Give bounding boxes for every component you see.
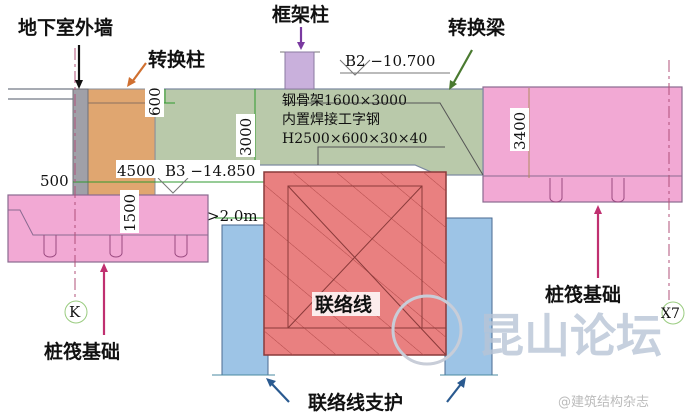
watermark-seal [391,294,463,366]
tunnel-box [263,171,447,356]
arrow-support-right [446,383,462,403]
label-transfer-beam: 转换梁 [448,16,506,39]
arrow-support-left [271,383,290,403]
beam-note-line3: H2500×600×30×40 [282,131,427,147]
watermark-source: @建筑结构杂志 [558,394,649,410]
label-pile-raft-left: 桩筏基础 [44,340,120,363]
grid-axis-x7-bubble [661,301,685,325]
arrow-transfer-column [131,62,147,83]
frame-column [280,51,320,90]
tunnel-support-left [221,224,269,376]
watermark-forum: 昆山论坛 [478,309,662,363]
dimension-600: 600 [146,87,164,116]
label-tunnel: 联络线 [315,293,372,316]
dimension-clearance: >2.0m [207,207,258,225]
label-frame-column: 框架柱 [272,3,329,26]
dimension-3400: 3400 [511,112,529,150]
beam-note-line2: 内置焊接工字钢 [282,111,380,128]
grid-axis-k: K [69,303,81,321]
dimension-500: 500 [40,172,69,190]
label-pile-raft-right: 桩筏基础 [545,283,621,306]
label-basement-wall: 地下室外墙 [18,16,113,39]
grid-axis-k-bubble [64,300,88,324]
dimension-4500: 4500 [117,162,155,180]
grid-axis-x7: X7 [661,306,680,322]
elevation-b3: B3 −14.850 [165,162,255,180]
label-transfer-column: 转换柱 [148,48,205,71]
slab-lines [8,88,73,100]
beam-note-line1: 钢骨架1600×3000 [282,93,407,109]
dimension-1500: 1500 [121,194,139,232]
label-tunnel-support: 联络线支护 [308,391,403,414]
dimension-3000: 3000 [237,118,255,156]
vertical-dimensions: 600 3000 3400 1500 [120,85,529,233]
arrow-transfer-beam [452,49,473,85]
pile-raft-left [7,194,209,263]
elevation-b2: B2 −10.700 [345,52,435,70]
